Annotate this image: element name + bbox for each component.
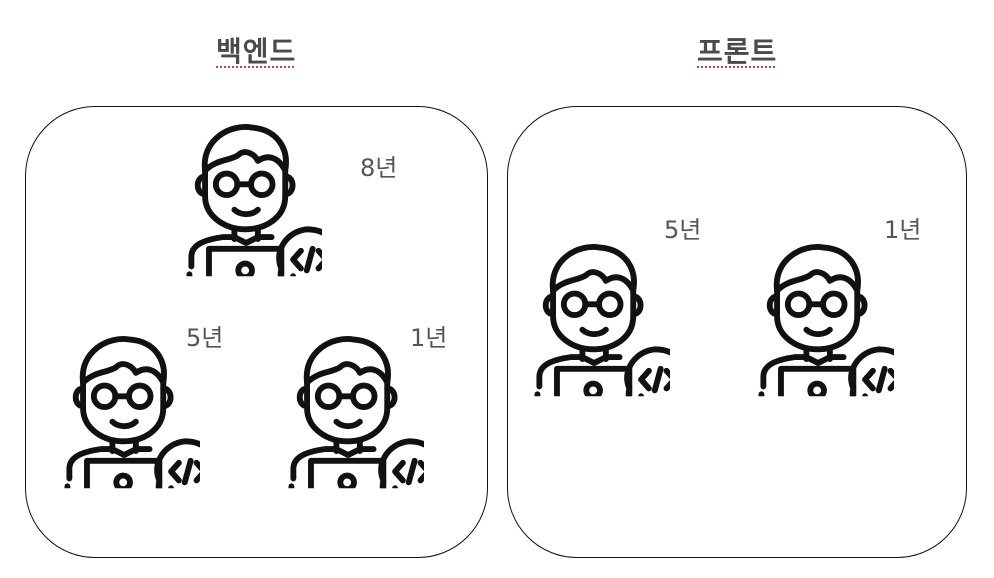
frontend-dev-1-years: 5년	[664, 210, 701, 245]
developer-icon	[182, 118, 322, 278]
frontend-dev-2-years: 1년	[884, 210, 921, 245]
developer-icon	[754, 238, 894, 398]
developer-icon	[60, 330, 200, 490]
backend-title: 백엔드	[216, 30, 296, 70]
backend-dev-3-years: 1년	[410, 318, 447, 353]
backend-dev-1-years: 8년	[360, 148, 397, 183]
developer-icon	[530, 238, 670, 398]
backend-dev-2-years: 5년	[186, 318, 223, 353]
developer-icon	[284, 330, 424, 490]
frontend-title: 프론트	[697, 30, 777, 70]
